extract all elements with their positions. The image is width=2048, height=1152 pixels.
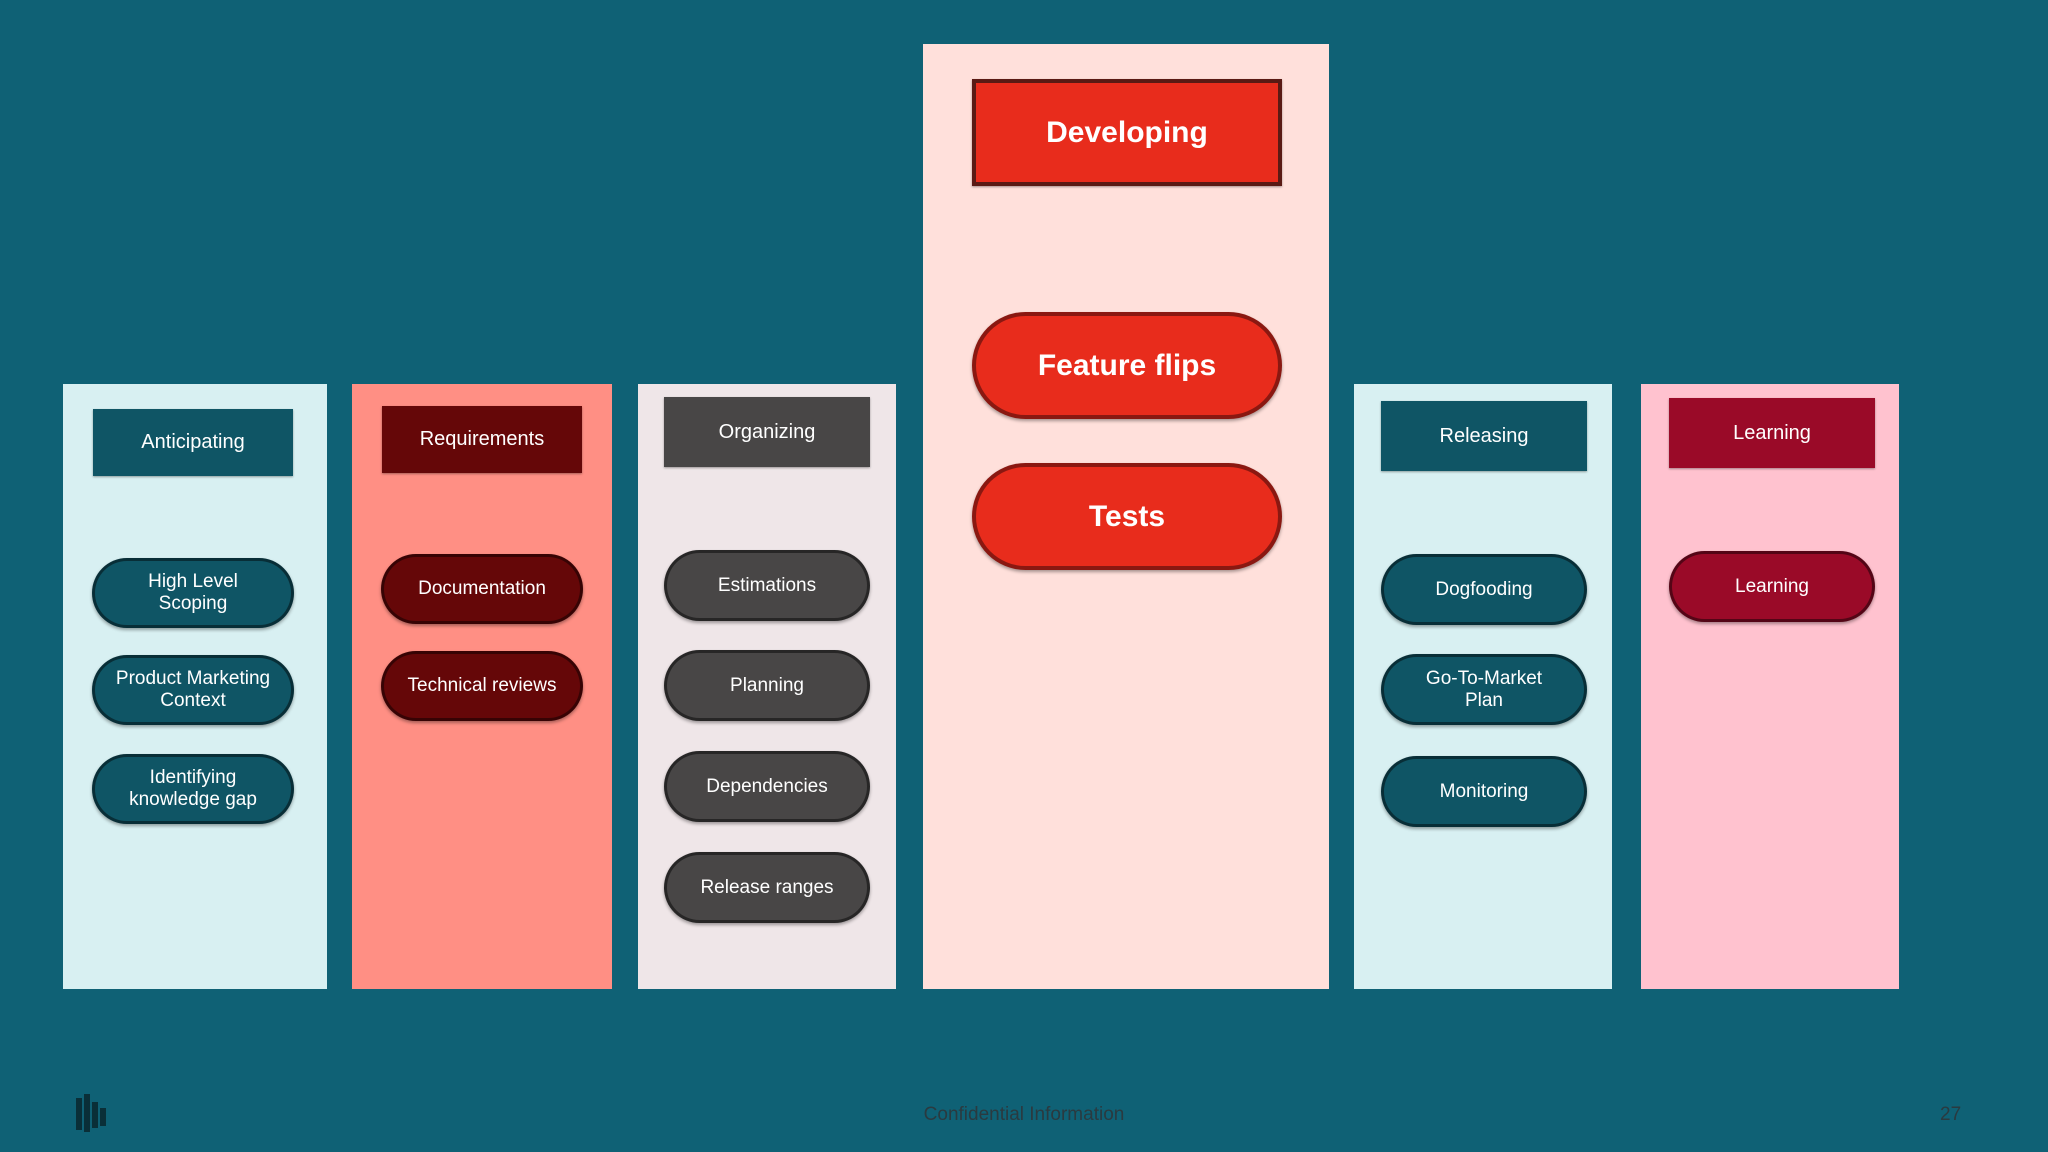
estimations-pill: Estimations (664, 550, 870, 621)
column-organizing: Organizing Estimations Planning Dependen… (638, 384, 896, 989)
high-level-scoping-pill: High Level Scoping (92, 558, 294, 628)
feature-flips-pill: Feature flips (972, 312, 1282, 419)
organizing-header: Organizing (664, 397, 870, 467)
column-learning: Learning Learning (1641, 384, 1899, 989)
monitoring-pill: Monitoring (1381, 756, 1587, 827)
documentation-pill: Documentation (381, 554, 583, 624)
company-logo-icon (76, 1094, 106, 1132)
tests-pill: Tests (972, 463, 1282, 570)
column-releasing: Releasing Dogfooding Go-To-Market Plan M… (1354, 384, 1612, 989)
product-marketing-context-pill: Product Marketing Context (92, 655, 294, 725)
learning-header: Learning (1669, 398, 1875, 468)
column-requirements: Requirements Documentation Technical rev… (352, 384, 612, 989)
confidential-footer: Confidential Information (923, 1104, 1125, 1125)
identifying-knowledge-gap-pill: Identifying knowledge gap (92, 754, 294, 824)
planning-pill: Planning (664, 650, 870, 721)
developing-header: Developing (972, 79, 1282, 186)
dependencies-pill: Dependencies (664, 751, 870, 822)
dogfooding-pill: Dogfooding (1381, 554, 1587, 625)
go-to-market-plan-pill: Go-To-Market Plan (1381, 654, 1587, 725)
technical-reviews-pill: Technical reviews (381, 651, 583, 721)
page-number: 27 (1940, 1104, 1962, 1125)
release-ranges-pill: Release ranges (664, 852, 870, 923)
column-anticipating: Anticipating High Level Scoping Product … (63, 384, 327, 989)
column-developing: Developing Feature flips Tests (923, 44, 1329, 989)
anticipating-header: Anticipating (93, 409, 293, 476)
releasing-header: Releasing (1381, 401, 1587, 471)
learning-pill: Learning (1669, 551, 1875, 622)
requirements-header: Requirements (382, 406, 582, 473)
